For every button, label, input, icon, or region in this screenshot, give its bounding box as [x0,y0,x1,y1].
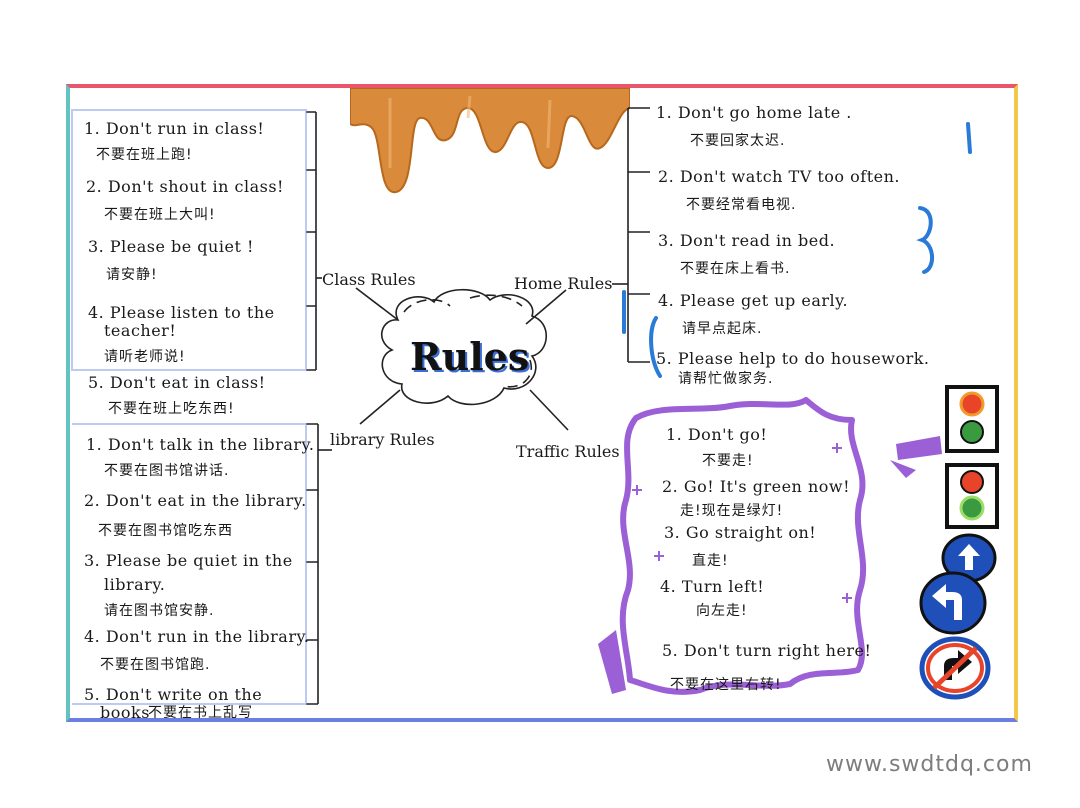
home-rule-3-en: 3. Don't read in bed. [658,231,836,250]
traffic-rule-3-en: 3. Go straight on! [664,523,817,542]
library-rule-1-en: 1. Don't talk in the library. [86,435,315,454]
class-rule-3-en: 3. Please be quiet ! [88,237,254,256]
traffic-rule-2-zh: 走!现在是绿灯! [680,503,784,519]
traffic-rule-2-en: 2. Go! It's green now! [662,477,851,496]
turn-left-sign-icon [919,571,987,635]
home-rule-1-en: 1. Don't go home late . [656,103,852,122]
class-rule-5-en: 5. Don't eat in class! [88,373,266,392]
paint-drip-decoration [350,88,630,194]
library-rule-3-zh: 请在图书馆安静. [104,603,215,619]
class-rule-2-en: 2. Don't shout in class! [86,177,284,196]
home-rule-2-zh: 不要经常看电视. [686,197,797,213]
library-rule-5-en: 5. Don't write on the [84,685,263,704]
library-rule-4-en: 4. Don't run in the library. [84,627,310,646]
home-rule-5-en: 5. Please help to do housework. [656,349,930,368]
library-rule-2-en: 2. Don't eat in the library. [84,491,307,510]
category-library-rules: library Rules [330,430,435,449]
watermark: www.swdtdq.com [826,752,1033,777]
traffic-rule-1-en: 1. Don't go! [666,425,768,444]
home-rule-3-zh: 不要在床上看书. [680,261,791,277]
class-rule-4-en-cont: teacher! [104,321,177,340]
class-rule-1-zh: 不要在班上跑! [96,147,193,163]
class-rule-5-zh: 不要在班上吃东西! [108,401,235,417]
home-rule-4-zh: 请早点起床. [682,321,763,337]
traffic-rule-3-zh: 直走! [692,553,729,569]
traffic-rule-5-zh: 不要在这里右转! [670,677,782,693]
library-rule-3-en: 3. Please be quiet in the [84,551,293,570]
category-home-rules: Home Rules [514,274,613,293]
traffic-light-red-icon [945,385,999,453]
library-rule-3-en-cont: library. [104,575,166,594]
category-traffic-rules: Traffic Rules [516,442,620,461]
home-rule-4-en: 4. Please get up early. [658,291,849,310]
library-rule-5-en-cont: books [100,703,150,722]
center-title: Rules [410,334,530,379]
traffic-rule-1-zh: 不要走! [702,453,754,469]
class-rule-3-zh: 请安静! [106,267,158,283]
library-rule-2-zh: 不要在图书馆吃东西 [98,523,233,539]
home-rule-1-zh: 不要回家太迟. [690,133,786,149]
library-rule-5-zh: 不要在书上乱写 [148,705,253,721]
traffic-rule-4-zh: 向左走! [696,603,748,619]
traffic-light-green-icon [945,463,999,529]
class-rule-2-zh: 不要在班上大叫! [104,207,216,223]
class-rule-4-zh: 请听老师说! [104,349,186,365]
home-rule-2-en: 2. Don't watch TV too often. [658,167,900,186]
class-rule-1-en: 1. Don't run in class! [84,119,265,138]
class-rule-4-en: 4. Please listen to the [88,303,275,322]
category-class-rules: Class Rules [322,270,416,289]
library-rule-1-zh: 不要在图书馆讲话. [104,463,230,479]
no-right-turn-sign-icon [919,636,991,700]
traffic-rule-4-en: 4. Turn left! [660,577,765,596]
traffic-rule-5-en: 5. Don't turn right here! [662,641,872,660]
home-rule-5-zh: 请帮忙做家务. [678,371,774,387]
library-rule-4-zh: 不要在图书馆跑. [100,657,211,673]
